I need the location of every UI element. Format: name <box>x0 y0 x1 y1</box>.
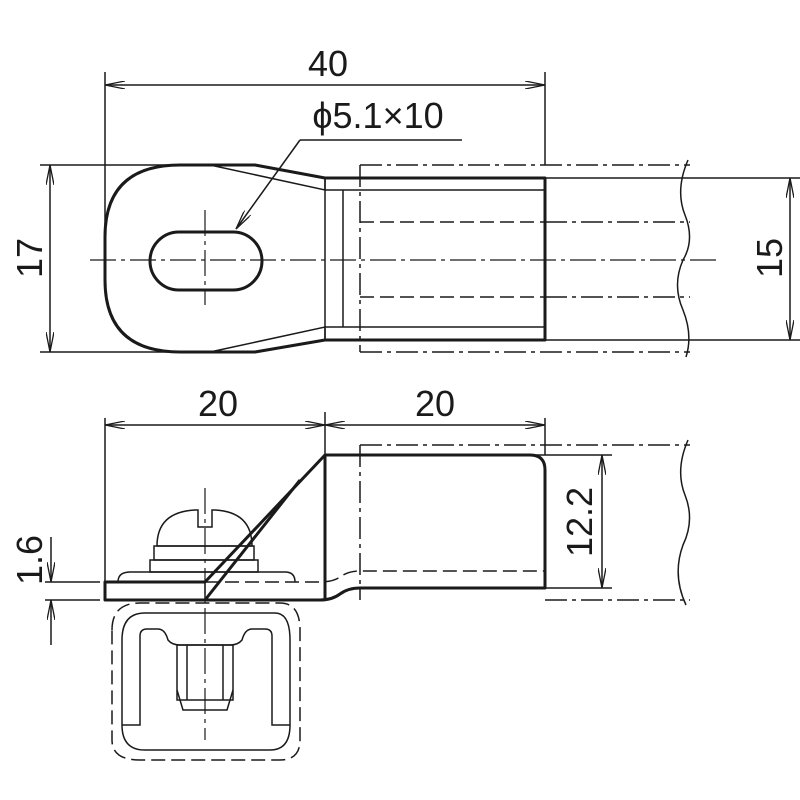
thickness-dim-label: 1.6 <box>9 535 50 585</box>
dim-1-6: 1.6 <box>9 535 100 645</box>
screw <box>117 488 296 740</box>
height-dim-label: 12.2 <box>559 487 600 557</box>
slot <box>148 230 264 292</box>
width-dim-label: 17 <box>9 238 50 278</box>
dim-slot: ϕ5.1×10 <box>235 95 462 229</box>
right-len-dim-label: 20 <box>415 383 455 424</box>
dim-15: 15 <box>690 177 800 341</box>
dim-20-left: 20 <box>104 383 326 582</box>
terminal-outline <box>103 163 547 354</box>
nut-clip <box>111 602 301 761</box>
slot-dim-label: ϕ5.1×10 <box>312 95 443 136</box>
side-view: 20 20 12.2 1.6 <box>9 383 691 761</box>
dim-17: 17 <box>9 164 180 353</box>
left-len-dim-label: 20 <box>198 383 238 424</box>
cable-dim-label: 15 <box>749 238 790 278</box>
dim-40: 40 <box>104 43 546 235</box>
phantom-cable <box>359 159 691 358</box>
dim-12-2: 12.2 <box>530 454 612 589</box>
taper-lines <box>209 164 326 353</box>
dim-20-right: 20 <box>325 383 546 455</box>
top-view: 40 ϕ5.1×10 17 15 <box>9 43 800 358</box>
length-dim-label: 40 <box>308 43 348 84</box>
terminal-profile <box>103 453 547 602</box>
